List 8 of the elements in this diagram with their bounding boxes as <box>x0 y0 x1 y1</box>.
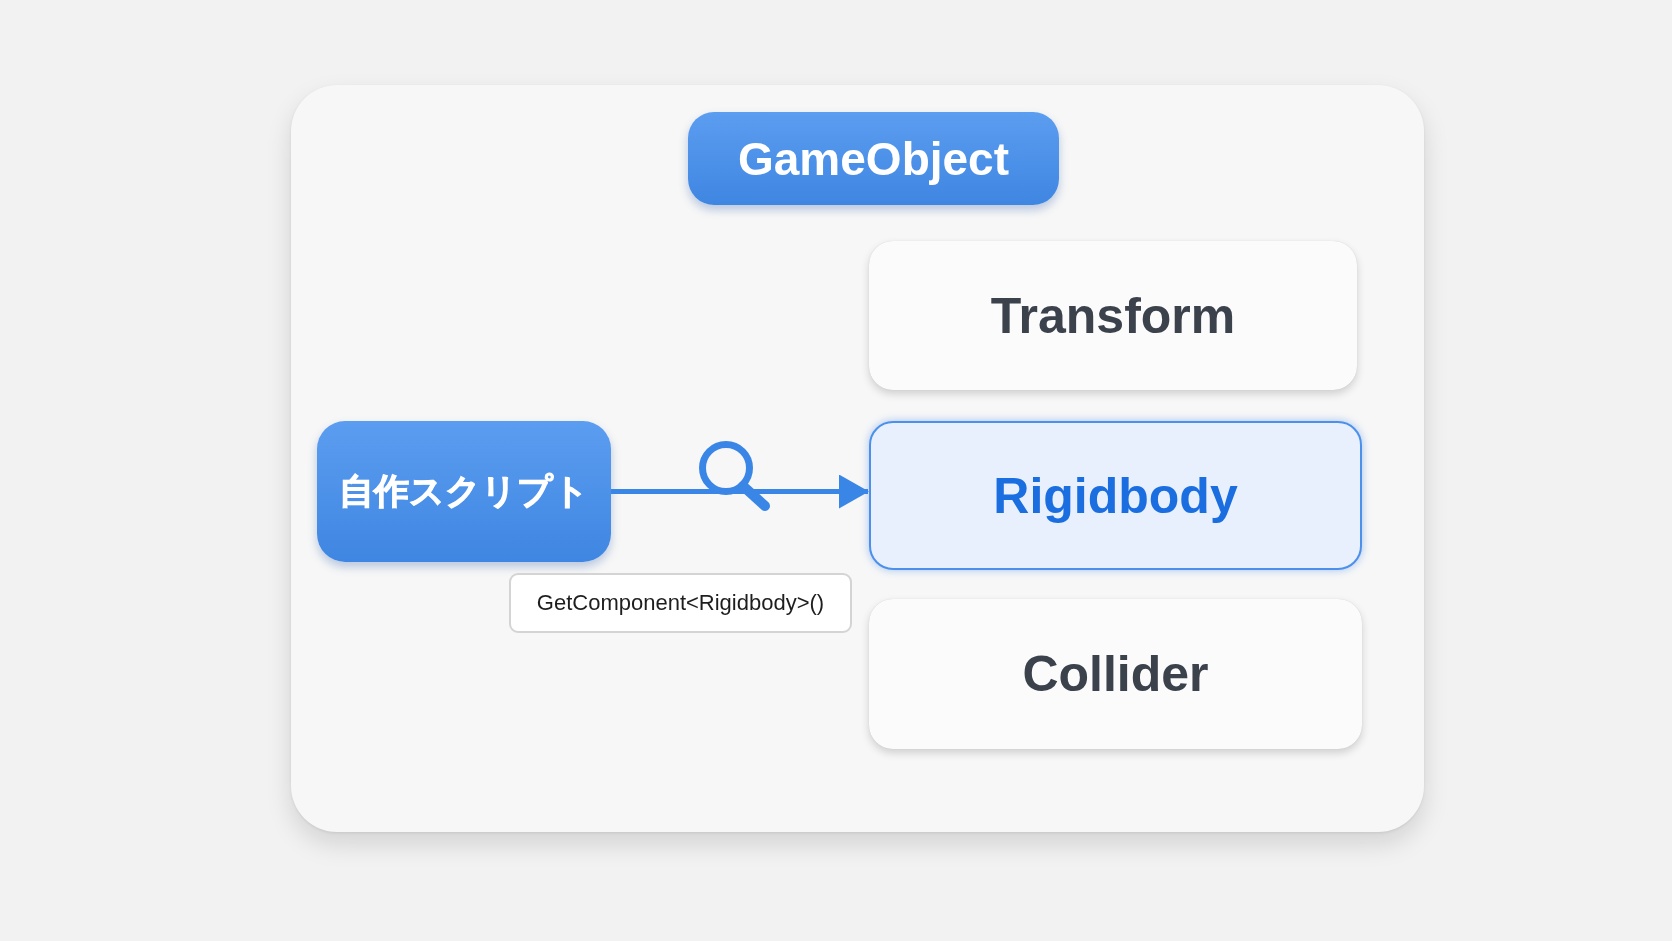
code-box: GetComponent<Rigidbody>() <box>509 573 852 633</box>
script-box: 自作スクリプト <box>317 421 611 562</box>
component-box: Collider <box>869 599 1362 749</box>
arrow <box>611 474 869 509</box>
component-box: Transform <box>869 241 1357 390</box>
heading-pill: GameObject <box>688 112 1059 205</box>
highlighted-box: Rigidbody <box>869 421 1362 570</box>
panel <box>291 85 1424 832</box>
